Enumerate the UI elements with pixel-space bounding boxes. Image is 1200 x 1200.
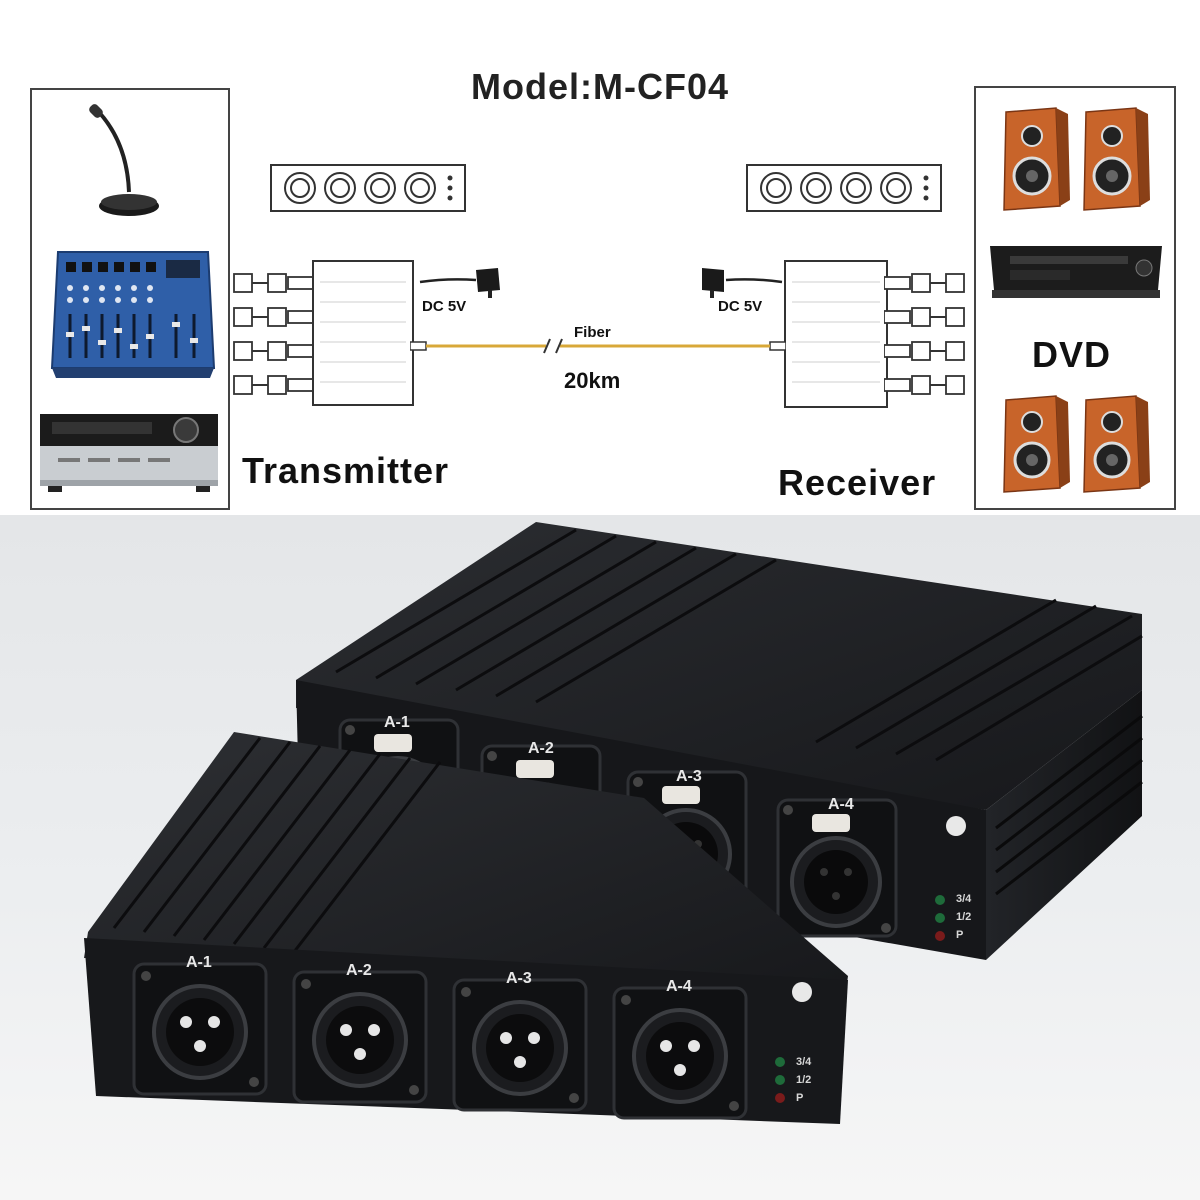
mixer-console-icon [50,251,216,378]
power-label-tx: DC 5V [422,298,467,315]
fiber-link-line [410,338,786,354]
dvd-player-icon [990,246,1162,298]
transmitter-jack-label-2: A-2 [346,962,372,979]
amplifier-icon [40,414,218,492]
receiver-output-cables-icon [884,273,965,395]
distance-label: 20km [564,368,621,393]
receiver-led-label-34: 3/4 [956,893,972,905]
power-adapter-tx-icon [419,268,500,298]
microphone-icon [89,104,159,216]
transmitter-input-cables-icon [233,273,314,395]
speaker-pair-bottom-icon [1003,395,1150,493]
fiber-label: Fiber [574,324,611,341]
transmitter-unit-diagram [312,260,414,406]
receiver-jack-label-2: A-2 [528,740,554,757]
transmitter-led-label-34: 3/4 [796,1056,812,1068]
speaker-pair-top-icon [1003,107,1150,211]
transmitter-jack-label-3: A-3 [506,970,532,987]
receiver-jack-label-3: A-3 [676,768,702,785]
transmitter-led-label-12: 1/2 [796,1074,812,1086]
transmitter-device-body [84,732,848,1124]
receiver-jack-label-1: A-1 [384,714,410,731]
power-label-rx: DC 5V [718,298,763,315]
dvd-label: DVD [1032,334,1112,375]
output-devices-panel: DVD [974,86,1176,510]
transmitter-jack-label-4: A-4 [666,978,692,995]
model-title: Model:M-CF04 [471,66,729,107]
transmitter-label: Transmitter [242,450,450,491]
receiver-jack-label-4: A-4 [828,796,854,813]
receiver-label: Receiver [778,462,937,503]
receiver-unit-diagram [784,260,888,408]
receiver-led-label-p: P [956,929,964,941]
transmitter-jack-label-1: A-1 [186,954,212,971]
transmitter-xlr-panel-icon [270,164,466,212]
transmitter-led-label-p: P [796,1092,804,1104]
receiver-xlr-panel-icon [746,164,942,212]
power-adapter-rx-icon [702,268,783,298]
receiver-led-label-12: 1/2 [956,911,972,923]
source-devices-panel [30,88,230,510]
